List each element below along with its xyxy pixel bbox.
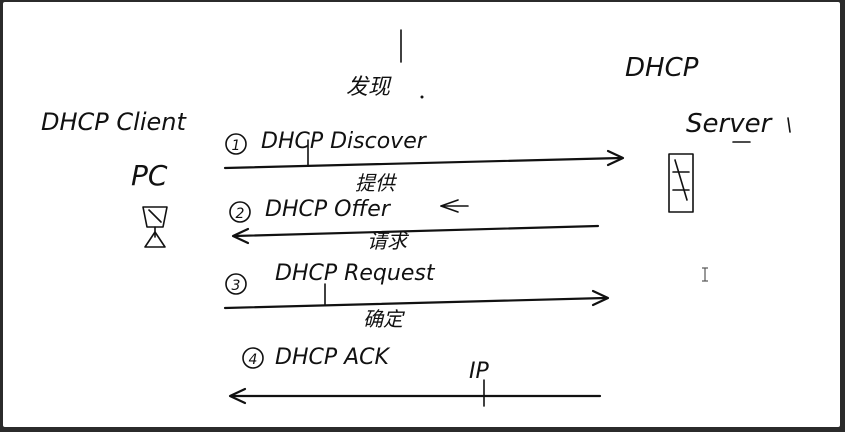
- step-1-number: 1: [232, 138, 241, 154]
- step-1-number-circle: [225, 133, 247, 155]
- step-2-note: 请求: [367, 229, 410, 253]
- server-icon: [668, 153, 694, 213]
- step-3: 3 DHCP Request 确定: [223, 261, 610, 331]
- step-3-number-circle: [225, 273, 247, 295]
- ibeam-cursor-icon: [702, 267, 708, 282]
- step-2-number: 2: [236, 206, 245, 222]
- step-2-label: DHCP Offer: [265, 197, 392, 222]
- step-3-arrowhead: [591, 289, 610, 307]
- step-4-label: DHCP ACK: [275, 345, 391, 370]
- step-2-number-circle: [229, 201, 251, 223]
- broadcast-note: 发现: [346, 75, 392, 100]
- whiteboard-canvas: DHCP Client PC DHCP Server 发现 1 DHCP Di: [3, 2, 840, 427]
- step-1-note: 提供: [355, 171, 398, 195]
- step-4-number: 4: [249, 352, 258, 368]
- step-3-number: 3: [232, 278, 241, 294]
- step-2-arrowhead: [231, 227, 250, 245]
- step-1: 1 DHCP Discover 提供: [223, 129, 625, 195]
- step-4-arrowhead: [228, 387, 247, 405]
- pc-icon: [142, 206, 168, 248]
- step-4-number-circle: [242, 347, 264, 369]
- step-2: 2 DHCP Offer 请求: [229, 197, 600, 253]
- client-device-label: PC: [131, 159, 168, 192]
- dhcp-diagram: DHCP Client PC DHCP Server 发现 1 DHCP Di: [41, 29, 791, 407]
- broadcast-note-dot: [420, 95, 424, 99]
- step-1-label: DHCP Discover: [261, 129, 428, 154]
- step-3-note: 确定: [363, 307, 405, 331]
- step-4: 4 DHCP ACK IP: [228, 345, 602, 407]
- step-3-arrow-line: [223, 296, 607, 310]
- step-4-note: IP: [469, 359, 489, 384]
- client-title: DHCP Client: [41, 108, 187, 136]
- server-subtitle: Server: [686, 109, 774, 139]
- step-3-label: DHCP Request: [275, 261, 436, 286]
- step-2-arrow-line: [233, 224, 600, 238]
- server-number-stroke: [787, 117, 791, 133]
- step-1-arrow-line: [223, 156, 623, 170]
- server-title: DHCP: [625, 53, 699, 83]
- step-1-arrowhead: [606, 149, 625, 167]
